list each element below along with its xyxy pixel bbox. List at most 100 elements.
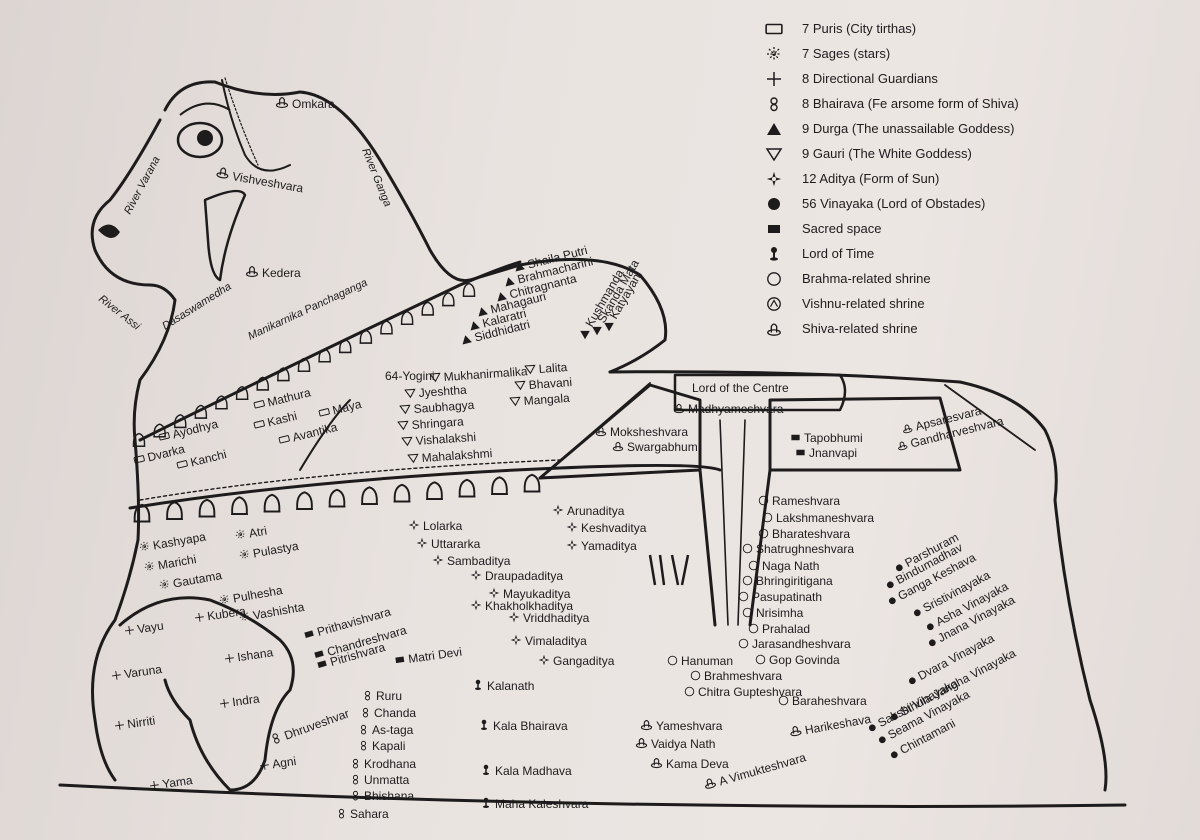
- place-vayu: Vayu: [123, 619, 165, 636]
- place-brahmeshvara: Brahmeshvara: [690, 669, 782, 683]
- neck-line: [299, 399, 351, 471]
- place-label: Pulastya: [252, 539, 300, 561]
- sun-icon: [510, 634, 522, 646]
- centre-frame-left: [538, 383, 702, 480]
- dot-filled-icon: [768, 198, 780, 210]
- place-label: Jnanvapi: [809, 446, 857, 460]
- rect-icon: [253, 399, 266, 409]
- circle-icon: [755, 654, 766, 665]
- legend-item: 9 Durga (The unassailable Goddess): [767, 121, 1014, 136]
- place-label: Gangaditya: [553, 654, 615, 668]
- legend-item: Vishnu-related shrine: [767, 296, 925, 311]
- place-kashyapa: Kashyapa: [138, 529, 207, 553]
- place-label: Ruru: [376, 689, 402, 703]
- label-dasaswamedha: Dasaswamedha: [160, 281, 233, 333]
- place-chanda: Chanda: [362, 706, 416, 720]
- plus-cross-icon: [766, 71, 782, 87]
- place-keshvaditya: Keshvaditya: [566, 521, 647, 535]
- place-label: Jarasandheshvara: [752, 637, 851, 651]
- place-jnanvapi: Jnanvapi: [796, 446, 857, 460]
- place-kalanath: Kalanath: [475, 679, 534, 693]
- place-saubhagya: Saubhagya: [399, 398, 475, 416]
- circle-icon: [738, 638, 749, 649]
- place-label: Khakholkhaditya: [485, 599, 573, 613]
- place-bharateshvara: Bharateshvara: [758, 527, 850, 541]
- place-vaidya-nath: Vaidya Nath: [635, 737, 715, 751]
- place-label: Matri Devi: [407, 645, 462, 666]
- circle-icon: [684, 686, 695, 697]
- circle-outline-icon: [767, 272, 781, 286]
- bhairava-icon: [338, 808, 345, 819]
- place-dhruveshvar: Dhruveshvar: [271, 706, 351, 745]
- place-label: Yamaditya: [581, 539, 637, 553]
- sun-icon: [408, 519, 420, 531]
- place-gautama: Gautama: [158, 568, 223, 591]
- circle-icon: [738, 591, 749, 602]
- place-prahalad: Prahalad: [748, 622, 810, 636]
- bell-icon: [461, 282, 477, 297]
- lingam-icon: [789, 725, 802, 737]
- place-vashishta: Vashishta: [238, 600, 306, 623]
- hourglass-icon: [770, 247, 778, 261]
- place-bhavani: Bhavani: [514, 375, 572, 392]
- lingam-icon: [767, 323, 781, 336]
- triangle-filled-icon: [767, 123, 781, 135]
- square-icon: [304, 630, 314, 638]
- bhairava-icon: [362, 707, 369, 718]
- dot-icon: [885, 580, 895, 590]
- nostril: [98, 224, 120, 239]
- sun-icon: [552, 504, 564, 516]
- collar-top: [138, 260, 522, 442]
- place-label: Kashi: [266, 409, 299, 430]
- place-label: Arunaditya: [567, 504, 625, 518]
- bell-icon: [262, 493, 282, 513]
- triangle-down-outline-icon: [766, 148, 782, 161]
- place-jyeshtha: Jyeshtha: [404, 383, 467, 400]
- bell-icon: [392, 483, 412, 503]
- place-label: Brahmeshvara: [704, 669, 782, 683]
- tridown-icon: [401, 436, 413, 447]
- dot-icon: [907, 676, 917, 686]
- centre-lane-outer: [698, 468, 772, 627]
- dot-icon: [927, 638, 937, 648]
- place-label: Gop Govinda: [769, 653, 840, 667]
- legend-label: 7 Puris (City tirthas): [802, 21, 916, 36]
- place-kapali: Kapali: [360, 739, 405, 753]
- place-mahalakshmi: Mahalakshmi: [407, 446, 493, 465]
- place-label: Indra: [231, 691, 260, 709]
- place-sambaditya: Sambaditya: [432, 554, 511, 568]
- rect-icon: [176, 459, 189, 469]
- place-label: Jyeshtha: [418, 383, 467, 400]
- place-omkara: Omkara: [275, 97, 335, 111]
- bhairava-icon: [360, 740, 367, 751]
- label-64-yogini: 64-Yogini: [385, 369, 435, 383]
- dashed-band: [139, 459, 561, 501]
- place-shatrughneshvara: Shatrughneshvara: [742, 542, 854, 556]
- bhairava-icon: [271, 732, 281, 745]
- square-icon: [314, 650, 324, 658]
- place-label: Prahalad: [762, 622, 810, 636]
- place-tapobhumi: Tapobhumi: [791, 431, 863, 445]
- star-icon: [238, 548, 251, 561]
- place-krodhana: Krodhana: [352, 757, 416, 771]
- place-shringara: Shringara: [397, 414, 464, 432]
- place-label: Tapobhumi: [804, 431, 863, 445]
- tri-icon: [503, 276, 515, 287]
- rect-icon: [318, 407, 331, 417]
- star-icon: [234, 528, 247, 541]
- place-label: Pasupatinath: [752, 590, 822, 604]
- place-label: A Vimukteshvara: [717, 750, 808, 788]
- bull-eye: [176, 102, 231, 159]
- place-kama-deva: Kama Deva: [650, 757, 729, 771]
- place-bhishana: Bhishana: [352, 789, 414, 803]
- place-lolarka: Lolarka: [408, 519, 463, 533]
- square-icon: [796, 449, 805, 456]
- plus-icon: [193, 611, 205, 623]
- legend: 7 Puris (City tirthas)7 Sages (stars)8 D…: [765, 21, 1019, 336]
- ghat-stroke: [648, 554, 657, 586]
- place-label: Varuna: [123, 662, 163, 681]
- place-label: Bhishana: [364, 789, 414, 803]
- place-label: Yama: [161, 773, 193, 791]
- place-yamaditya: Yamaditya: [566, 539, 637, 553]
